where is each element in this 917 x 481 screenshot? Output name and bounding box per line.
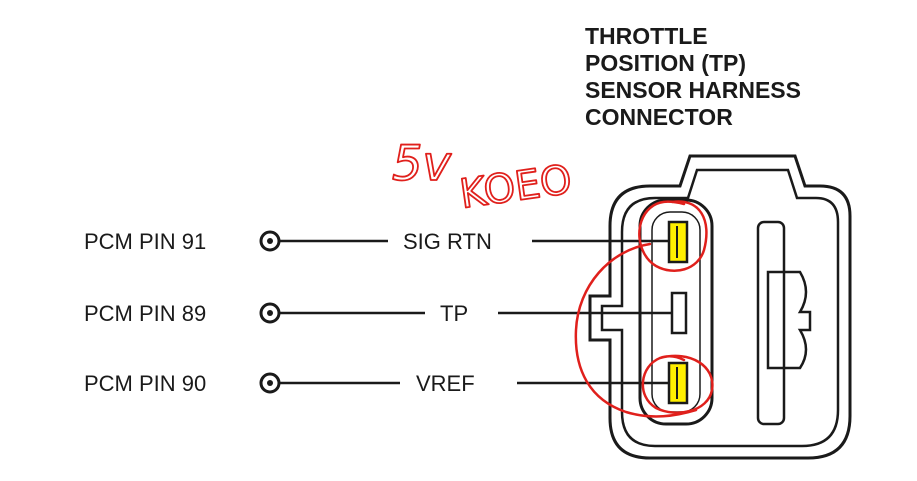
connector-body bbox=[588, 154, 852, 460]
pin-row-vref: PCM PIN 90 VREF bbox=[84, 371, 668, 396]
connector-title: THROTTLE POSITION (TP) SENSOR HARNESS CO… bbox=[585, 23, 801, 130]
pcm-pin-91-label: PCM PIN 91 bbox=[84, 229, 206, 254]
vref-label: VREF bbox=[416, 371, 475, 396]
pcm-pin-90-terminal-dot bbox=[267, 380, 273, 386]
pcm-pin-91-terminal-dot bbox=[267, 238, 273, 244]
hand-annotations: 5v KOEO bbox=[391, 135, 714, 418]
tp-label: TP bbox=[440, 301, 468, 326]
title-line-2: POSITION (TP) bbox=[585, 50, 746, 76]
title-line-4: CONNECTOR bbox=[585, 104, 733, 130]
annotation-loop bbox=[574, 242, 698, 418]
pin-row-tp: PCM PIN 89 TP bbox=[84, 301, 672, 326]
pcm-pin-89-label: PCM PIN 89 bbox=[84, 301, 206, 326]
pcm-pin-89-terminal-dot bbox=[267, 310, 273, 316]
annotation-circle-sig-rtn bbox=[638, 200, 708, 272]
title-line-3: SENSOR HARNESS bbox=[585, 77, 801, 103]
terminal-cavity bbox=[638, 198, 714, 426]
connector-latch bbox=[756, 220, 786, 426]
connector-latch-tab bbox=[766, 270, 812, 370]
terminals bbox=[667, 220, 689, 405]
annotation-condition: KOEO bbox=[457, 157, 575, 218]
pcm-pin-90-label: PCM PIN 90 bbox=[84, 371, 206, 396]
annotation-voltage: 5v bbox=[392, 136, 452, 192]
connector-outer-shell bbox=[588, 154, 852, 460]
pin-row-sig-rtn: PCM PIN 91 SIG RTN bbox=[84, 229, 668, 254]
title-line-1: THROTTLE bbox=[585, 23, 708, 49]
sig-rtn-label: SIG RTN bbox=[403, 229, 492, 254]
annotation-circle-vref bbox=[641, 354, 714, 414]
connector-inner-shell bbox=[600, 168, 840, 448]
terminal-tp bbox=[670, 291, 688, 335]
